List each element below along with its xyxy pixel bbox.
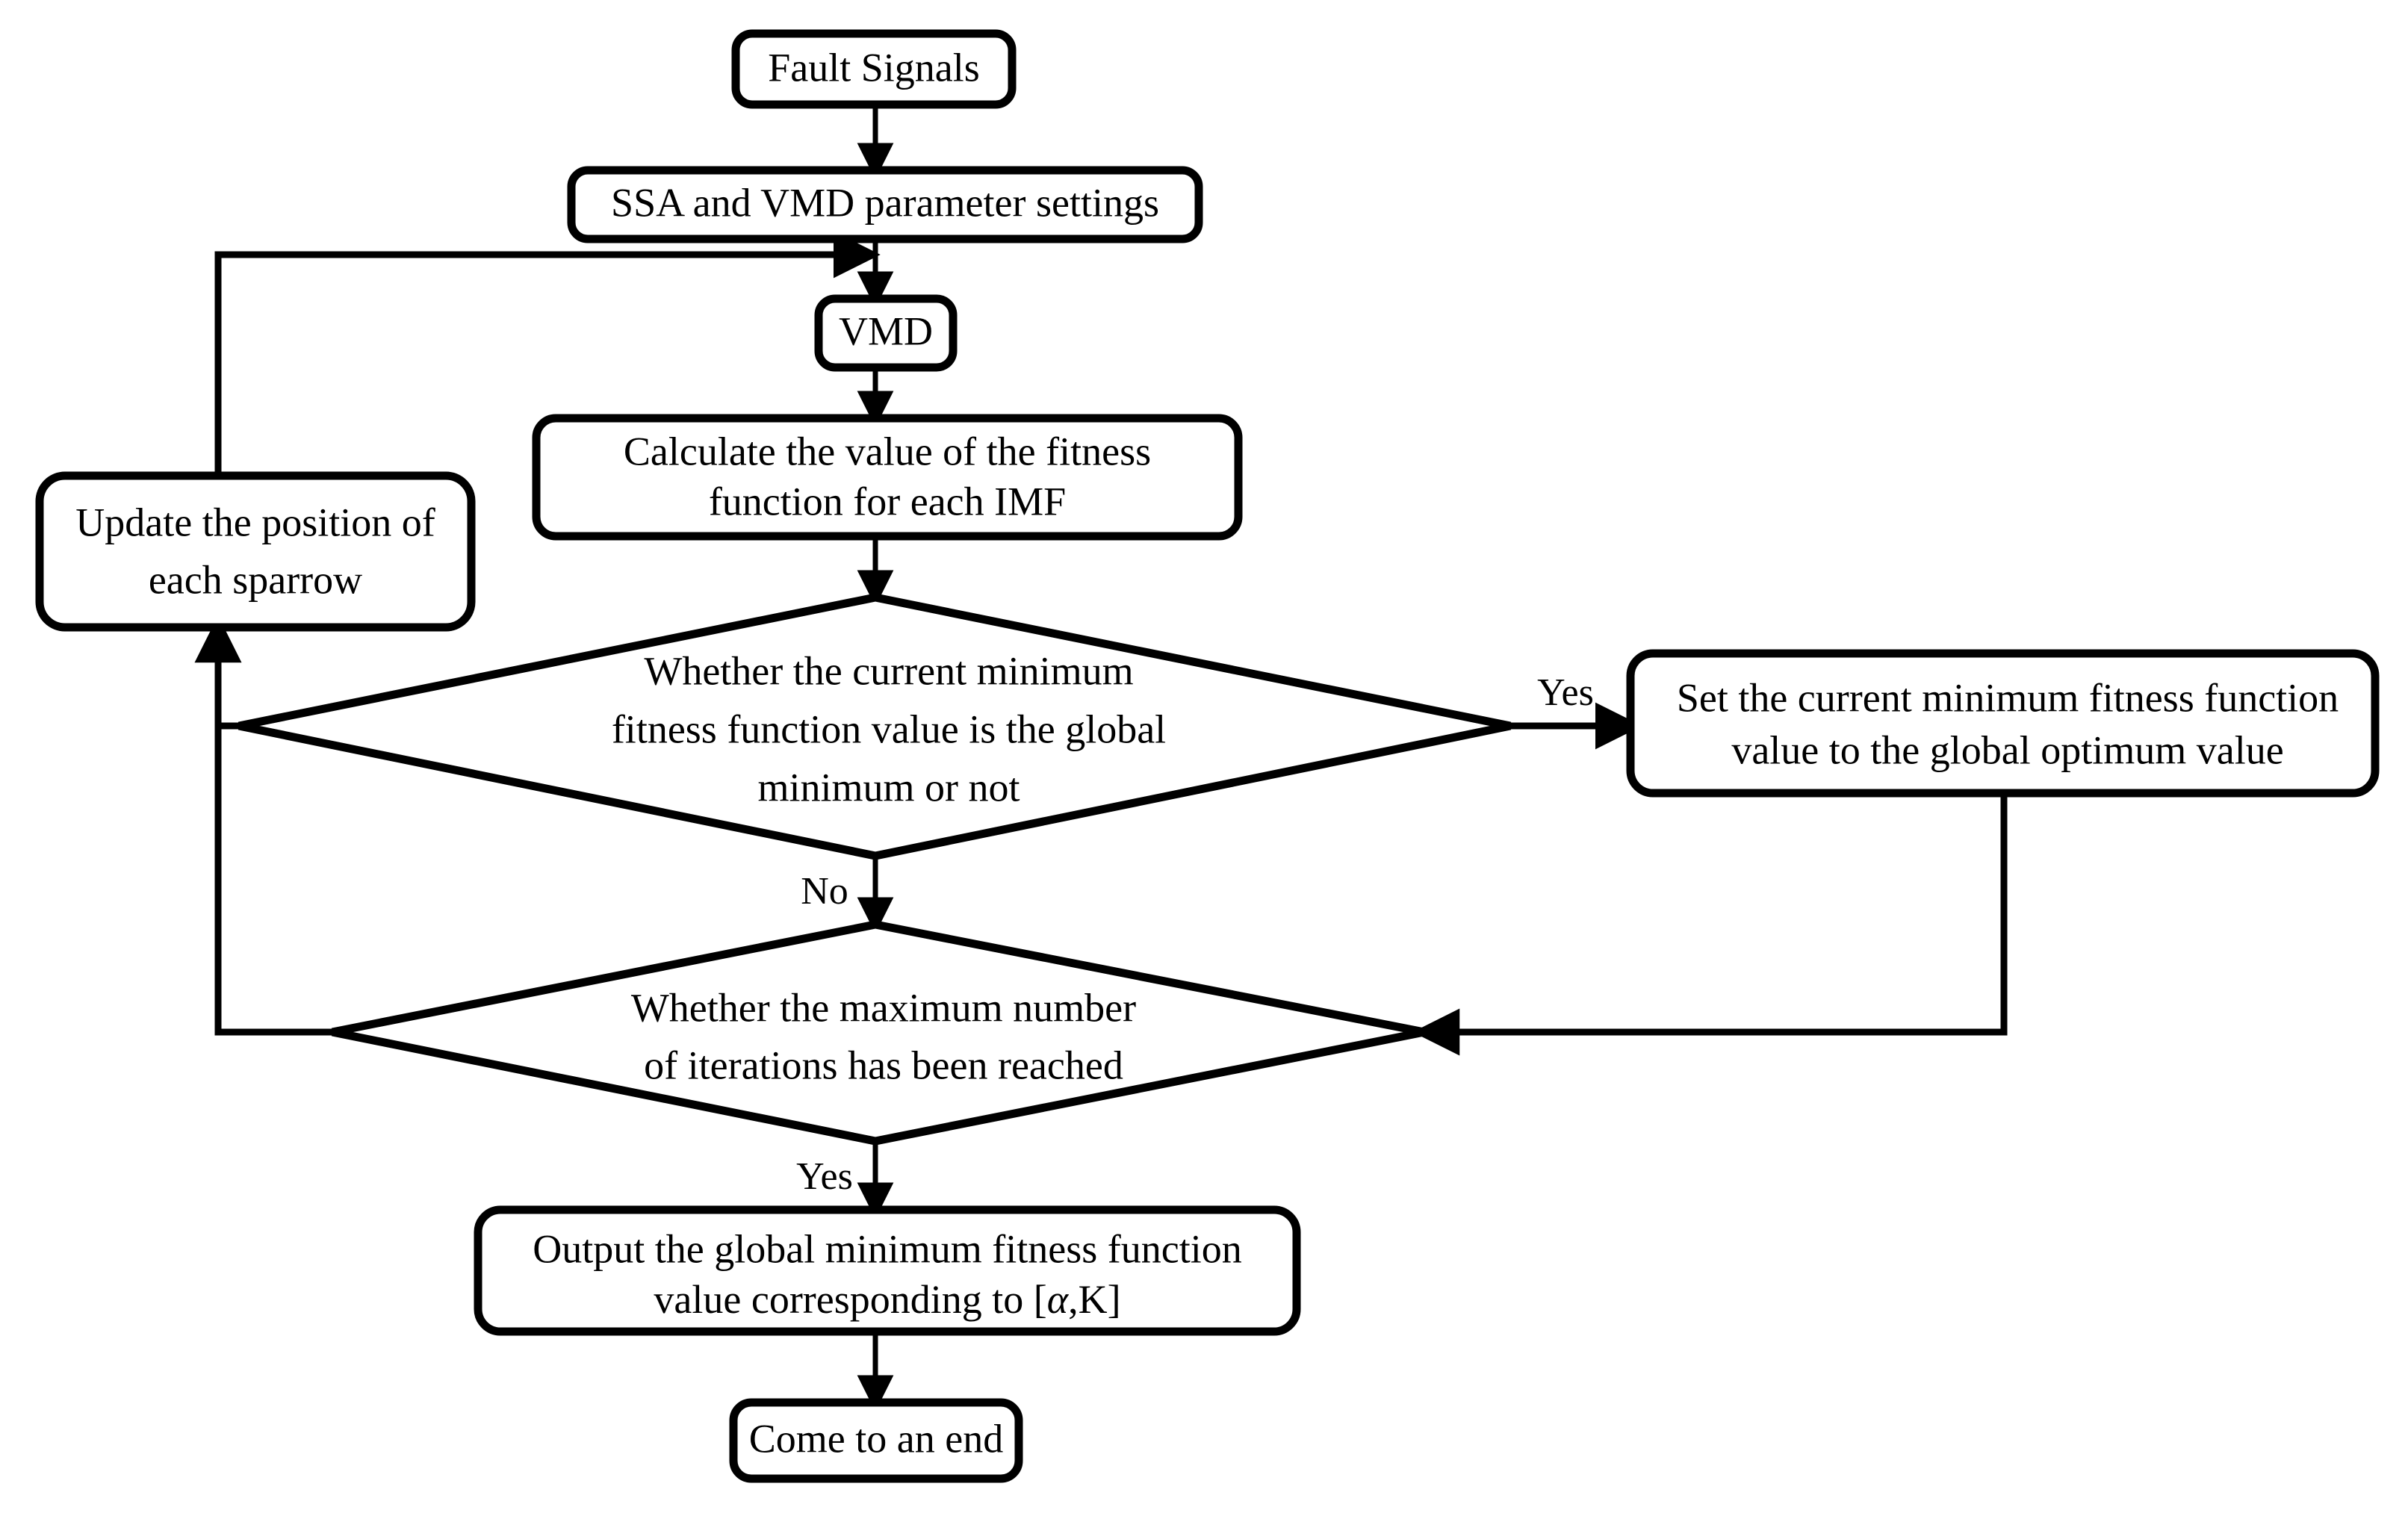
node-ssa-vmd-params-label: SSA and VMD parameter settings xyxy=(611,180,1159,225)
node-fault-signals-label: Fault Signals xyxy=(768,45,980,90)
node-calculate-fitness-line-1: Calculate the value of the fitness xyxy=(624,429,1151,473)
node-set-global-optimum[interactable] xyxy=(1626,649,2380,798)
node-output-result[interactable] xyxy=(474,1205,1301,1336)
node-update-sparrow-line-2: each sparrow xyxy=(149,557,362,602)
node-come-to-end-label: Come to an end xyxy=(749,1416,1003,1461)
node-check-max-iter-line-2: of iterations has been reached xyxy=(644,1043,1123,1087)
node-set-global-optimum-line-2: value to the global optimum value xyxy=(1731,727,2283,772)
node-come-to-end[interactable] xyxy=(729,1398,1023,1483)
node-ssa-vmd-params[interactable] xyxy=(567,166,1203,243)
node-output-result-suffix: ,K] xyxy=(1068,1277,1120,1322)
node-output-result-line-2: value corresponding to [α,K] xyxy=(654,1277,1120,1322)
node-calculate-fitness[interactable] xyxy=(532,414,1243,541)
node-check-max-iter[interactable] xyxy=(331,920,1426,1146)
node-check-global-min-line-2: fitness function value is the global xyxy=(612,706,1166,751)
node-fault-signals[interactable] xyxy=(731,29,1017,109)
node-check-global-min-line-1: Whether the current minimum xyxy=(644,648,1133,693)
edge-label-yes-max-iter: Yes xyxy=(796,1155,853,1198)
node-calculate-fitness-line-2: function for each IMF xyxy=(709,479,1066,524)
node-output-result-line-1: Output the global minimum fitness functi… xyxy=(533,1226,1241,1271)
node-check-global-min-line-3: minimum or not xyxy=(758,765,1020,810)
edge-label-no-global: No xyxy=(801,870,848,913)
node-set-global-optimum-line-1: Set the current minimum fitness function xyxy=(1677,675,2339,720)
edge-update-to-trunk xyxy=(214,231,881,476)
edge-check-iter-no-to-update xyxy=(194,615,332,1036)
node-update-sparrow[interactable] xyxy=(35,471,476,632)
node-check-max-iter-line-1: Whether the maximum number xyxy=(631,985,1136,1030)
node-output-result-alpha: α xyxy=(1047,1277,1070,1322)
node-vmd[interactable] xyxy=(814,294,958,372)
edge-set-optimum-to-check-iter xyxy=(1412,793,2008,1056)
edge-label-yes-global: Yes xyxy=(1537,671,1594,714)
node-update-sparrow-line-1: Update the position of xyxy=(75,500,435,544)
node-vmd-label: VMD xyxy=(839,308,933,353)
node-output-result-prefix: value corresponding to [ xyxy=(654,1277,1046,1322)
node-check-global-min[interactable] xyxy=(238,593,1512,860)
